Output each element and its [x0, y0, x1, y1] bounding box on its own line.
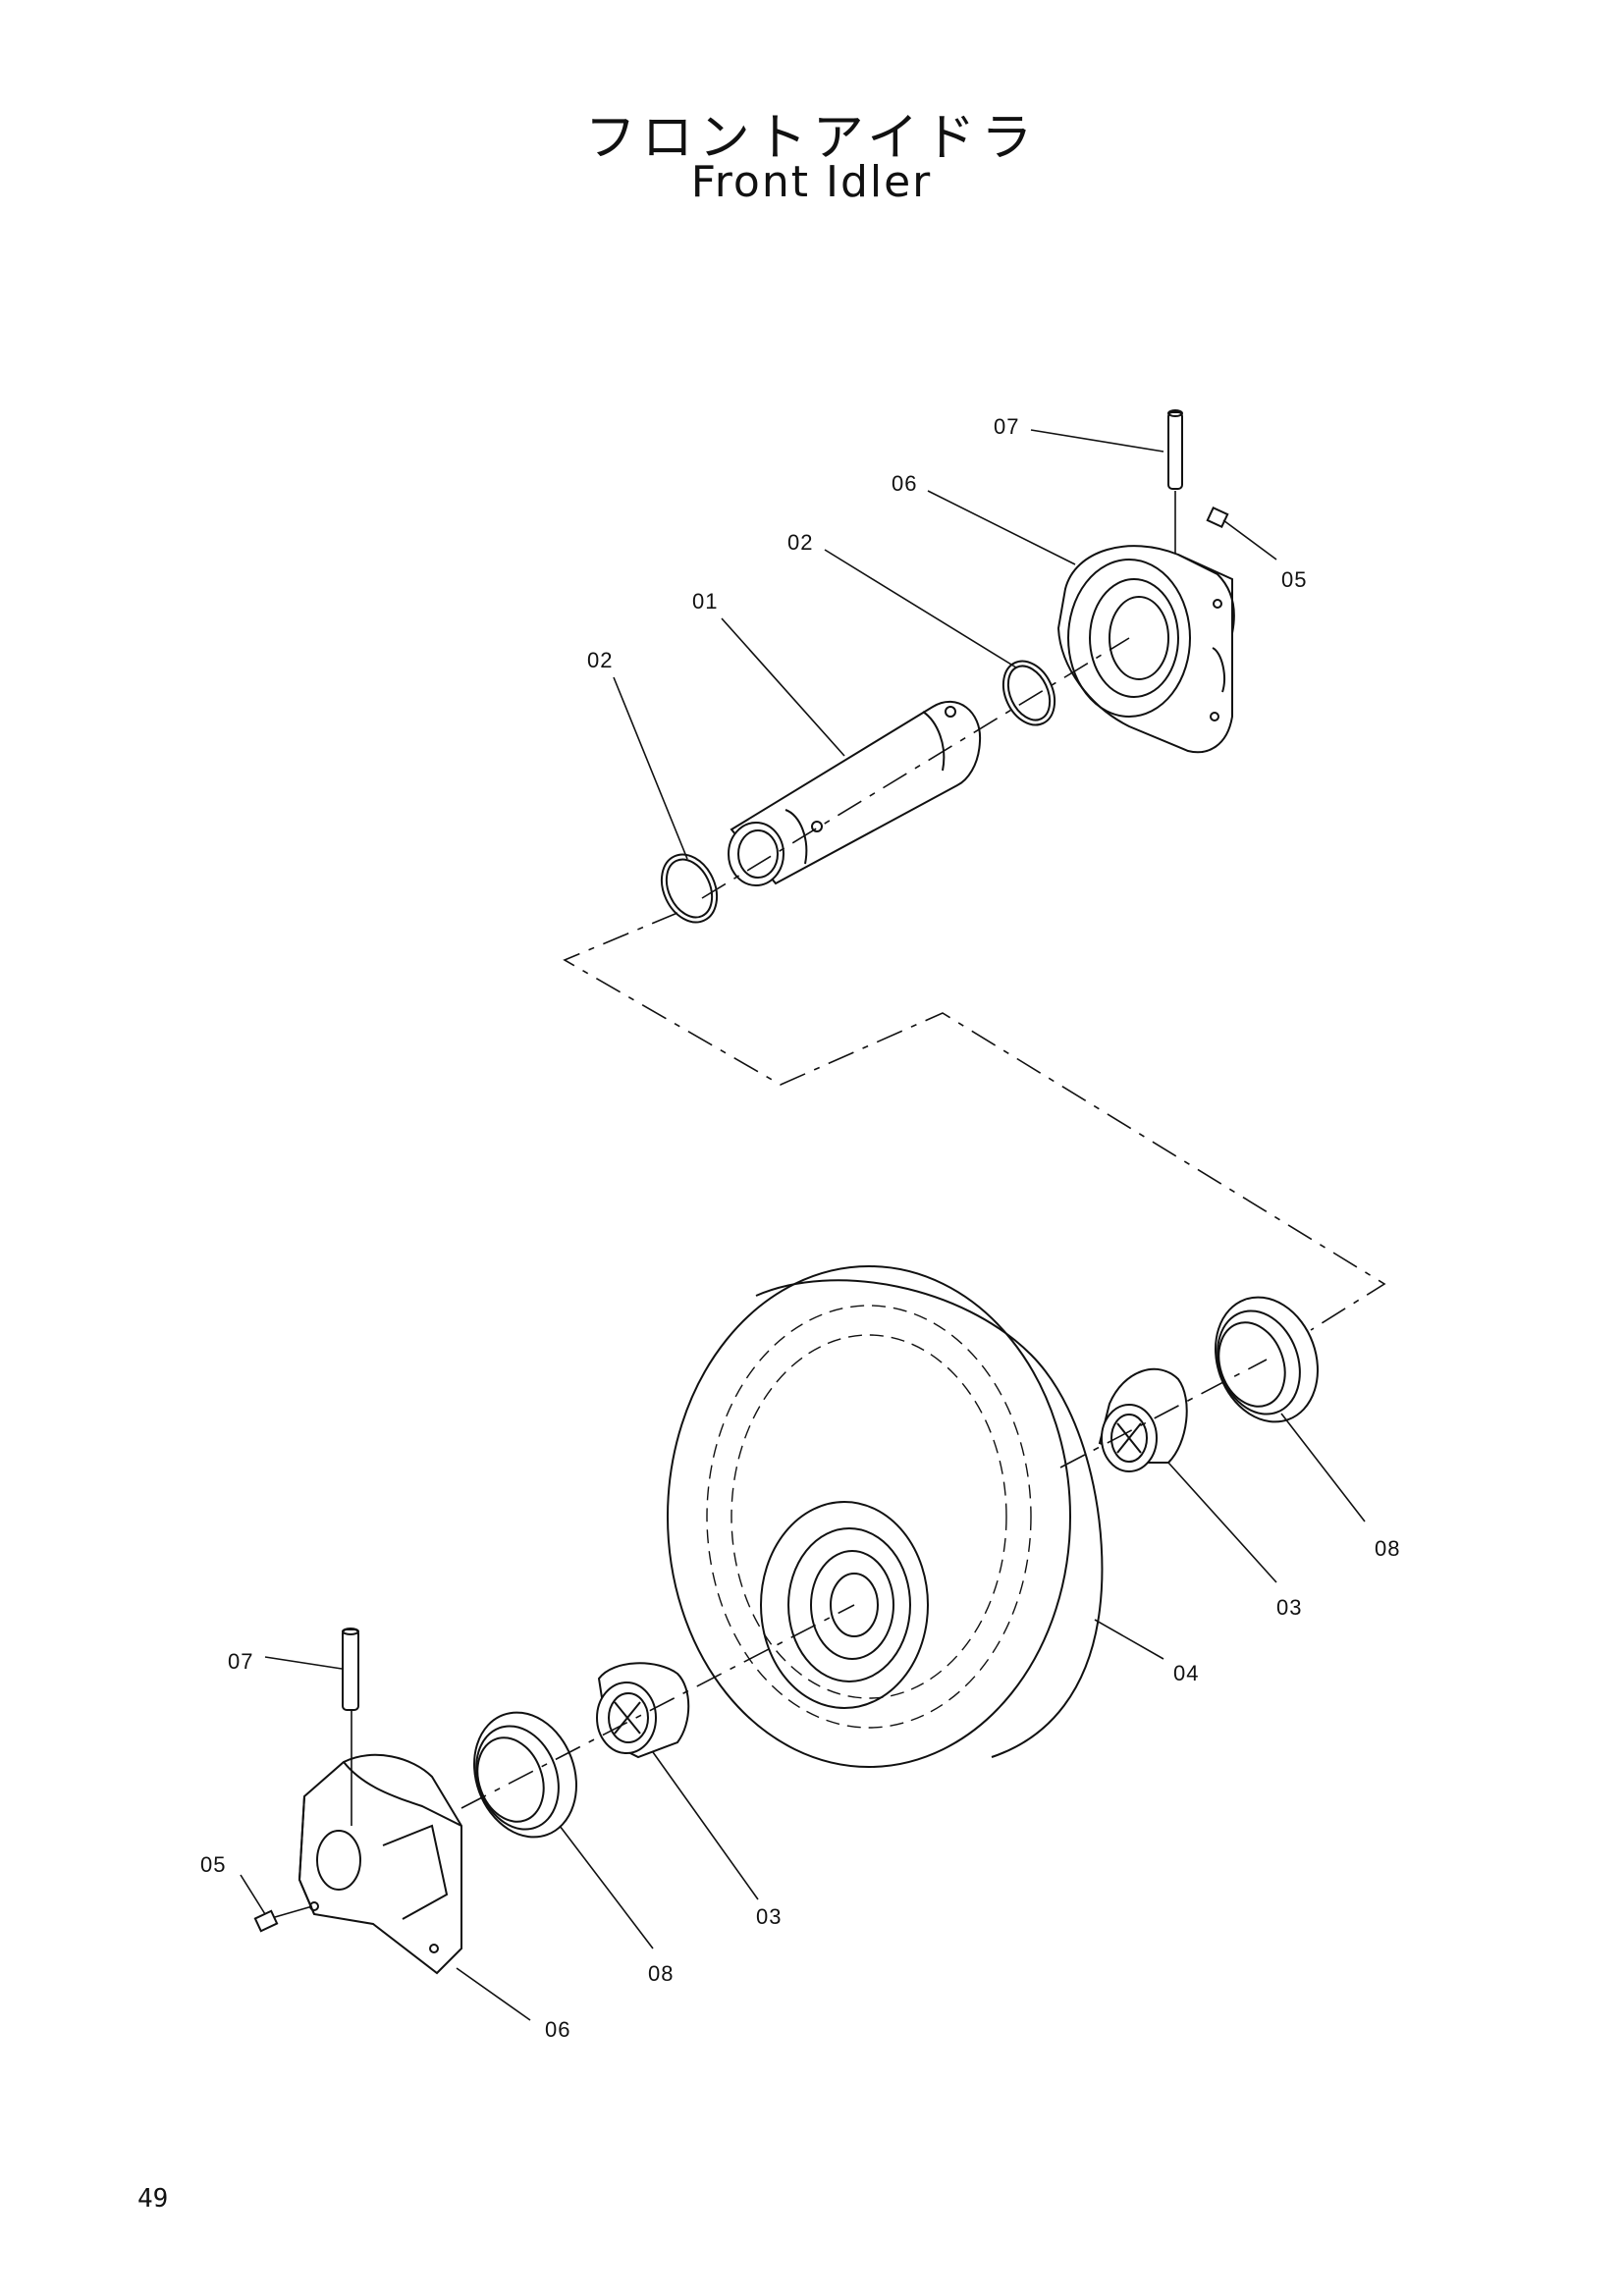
o-ring-02-right	[1001, 660, 1056, 726]
callout-06-upper: 06	[892, 471, 917, 496]
callout-06-lower: 06	[545, 2017, 570, 2042]
callout-07-upper: 07	[994, 414, 1019, 439]
callout-01: 01	[692, 589, 718, 614]
bracket-06-lower	[298, 1669, 462, 1975]
callout-05-upper: 05	[1281, 567, 1307, 592]
callout-08-lower-right: 08	[1375, 1536, 1400, 1561]
title-japanese: フロントアイドラ	[584, 109, 1039, 168]
callout-03-lower-left: 03	[756, 1904, 782, 1929]
bolt-05-lower	[253, 1905, 313, 1933]
page-number: 49	[137, 2184, 169, 2214]
idler-wheel-04	[667, 1265, 1104, 1768]
shaft-01	[728, 701, 982, 886]
bushing-03-left	[596, 1662, 690, 1759]
bracket-06-upper	[1056, 545, 1235, 754]
bushing-03-right	[1098, 1367, 1188, 1472]
title-english: Front Idler	[690, 157, 933, 207]
callout-05-lower: 05	[200, 1852, 226, 1877]
callout-04: 04	[1173, 1661, 1199, 1685]
callout-02-upper-left: 02	[587, 648, 613, 672]
callout-08-lower-left: 08	[648, 1961, 674, 1986]
o-ring-02-left	[660, 853, 719, 924]
callout-03-lower-right: 03	[1276, 1595, 1302, 1620]
callout-07-lower: 07	[228, 1649, 253, 1674]
pin-07-lower	[342, 1628, 359, 1711]
callout-02-upper-right: 02	[787, 530, 813, 555]
bolt-05-upper	[1206, 506, 1277, 561]
pin-07-upper	[1167, 409, 1183, 560]
